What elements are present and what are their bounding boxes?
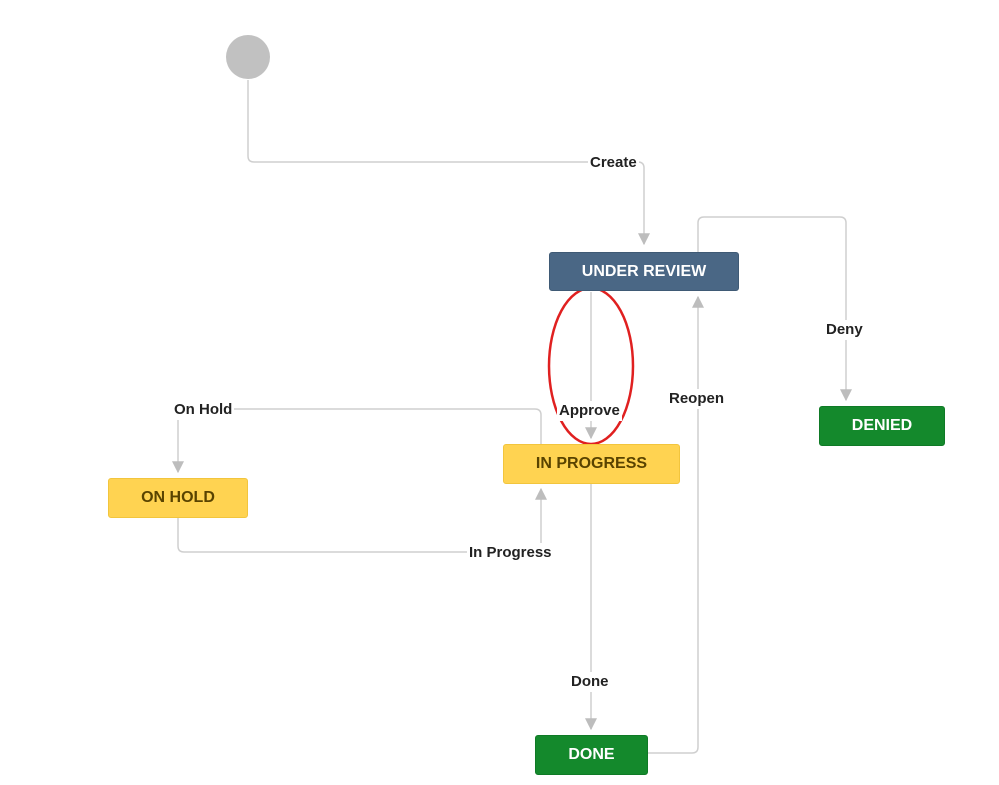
status-under-review[interactable]: UNDER REVIEW: [549, 252, 739, 291]
transition-on-hold-label[interactable]: On Hold: [172, 400, 235, 420]
reopen-connector: [648, 295, 704, 754]
status-on-hold[interactable]: ON HOLD: [108, 478, 248, 518]
transition-in-progress-label[interactable]: In Progress: [467, 543, 554, 563]
status-in-progress[interactable]: IN PROGRESS: [503, 444, 680, 484]
deny-connector: [697, 216, 852, 402]
create-connector: [247, 80, 650, 246]
transition-approve-label[interactable]: Approve: [557, 401, 622, 421]
transition-create-label[interactable]: Create: [588, 153, 639, 173]
transition-deny-label[interactable]: Deny: [824, 320, 865, 340]
transition-done-label[interactable]: Done: [569, 672, 611, 692]
start-node: [226, 35, 270, 79]
status-done[interactable]: DONE: [535, 735, 648, 775]
status-denied[interactable]: DENIED: [819, 406, 945, 446]
transition-reopen-label[interactable]: Reopen: [667, 389, 727, 409]
